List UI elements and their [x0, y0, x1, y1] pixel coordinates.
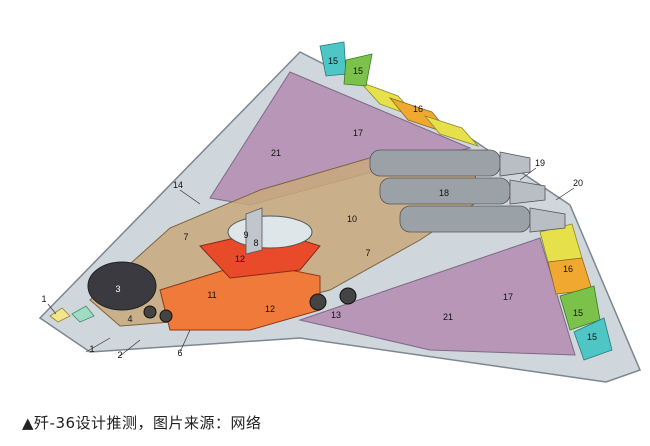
callout-20: 20 — [573, 178, 583, 188]
callout-6: 6 — [177, 348, 182, 358]
callout-7a: 7 — [183, 232, 188, 242]
nose-sensor-green — [71, 305, 95, 323]
engine-bottom — [399, 205, 566, 233]
callout-7b: 7 — [365, 248, 370, 258]
main-landing-gear — [309, 287, 357, 311]
cockpit-canopy — [227, 215, 313, 249]
aircraft-cutaway-diagram: 1 1 2 3 4 6 7 7 8 9 10 11 12 12 13 14 15… — [38, 41, 642, 383]
callout-3: 3 — [115, 284, 120, 294]
callout-17b: 17 — [503, 292, 513, 302]
callout-21b: 21 — [443, 312, 453, 322]
upper-tail-green — [343, 53, 373, 87]
lower-wing-skin-panel — [298, 237, 576, 356]
figure-caption: ▲歼-36设计推测，图片来源：网络 — [22, 414, 262, 432]
callout-17a: 17 — [353, 128, 363, 138]
callout-21a: 21 — [271, 148, 281, 158]
callout-16a: 16 — [413, 104, 423, 114]
callout-10: 10 — [347, 214, 357, 224]
callout-11: 11 — [207, 290, 216, 300]
callout-1: 1 — [41, 294, 46, 304]
engine-middle — [379, 177, 546, 205]
callout-1b: 1 — [89, 344, 94, 354]
callout-4: 4 — [127, 314, 132, 324]
callout-2: 2 — [117, 350, 122, 360]
callout-19: 19 — [535, 158, 545, 168]
callout-13: 13 — [331, 310, 341, 320]
callout-8: 8 — [253, 238, 258, 248]
canopy-frame — [245, 207, 263, 255]
callout-15d: 15 — [587, 332, 597, 342]
callout-12b: 12 — [265, 304, 275, 314]
nose-sensor-yellow — [49, 307, 71, 323]
callout-9: 9 — [243, 230, 248, 240]
callout-16b: 16 — [563, 264, 573, 274]
nose-radome — [87, 261, 157, 311]
callout-14: 14 — [173, 180, 183, 190]
callout-15b: 15 — [353, 66, 363, 76]
lower-tail-teal — [573, 317, 613, 361]
nose-landing-gear — [143, 305, 173, 323]
upper-flap-yellow-2 — [423, 115, 480, 147]
engine-top — [369, 149, 531, 177]
callout-18: 18 — [439, 188, 449, 198]
callout-15a: 15 — [328, 56, 338, 66]
callout-12a: 12 — [235, 254, 245, 264]
callout-15c: 15 — [573, 308, 583, 318]
